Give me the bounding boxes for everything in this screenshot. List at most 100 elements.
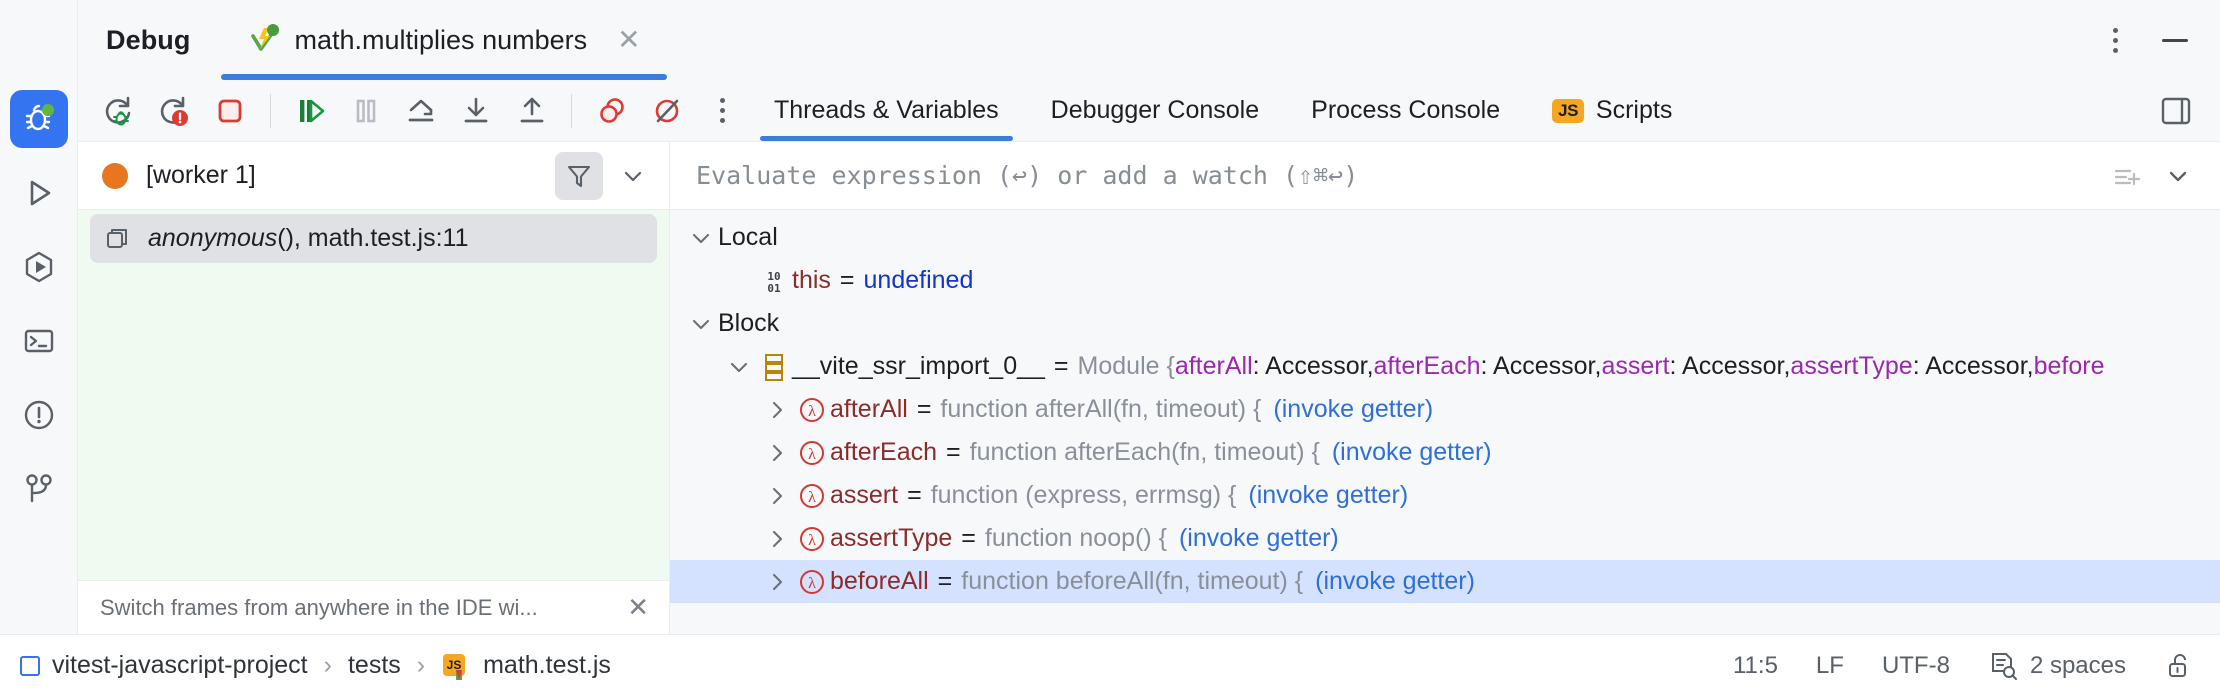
sidebar-item-terminal[interactable] xyxy=(10,312,68,370)
module-member-key: before xyxy=(2033,352,2105,380)
more-vertical-icon[interactable] xyxy=(697,86,748,136)
chevron-down-icon[interactable] xyxy=(722,354,756,380)
resume-program-icon[interactable] xyxy=(285,86,336,136)
chevron-down-icon[interactable] xyxy=(609,152,657,200)
run-configuration-tabs: math.multiplies numbers ✕ xyxy=(220,0,667,80)
indent-label: 2 spaces xyxy=(2029,651,2126,679)
rerun-debug-icon[interactable] xyxy=(94,86,145,136)
sidebar-item-debug[interactable] xyxy=(9,90,68,148)
close-icon[interactable]: ✕ xyxy=(617,24,641,55)
variable-name: assert xyxy=(830,481,899,509)
sidebar-item-problems[interactable] xyxy=(10,386,68,444)
step-over-icon[interactable] xyxy=(395,86,446,136)
file-encoding[interactable]: UTF-8 xyxy=(1881,651,1950,679)
invoke-getter-link[interactable]: (invoke getter) xyxy=(1248,481,1409,509)
sidebar-item-version-control[interactable] xyxy=(10,460,68,518)
sidebar-item-services[interactable] xyxy=(10,238,68,296)
variable-equals: = xyxy=(839,266,855,294)
line-separator[interactable]: LF xyxy=(1815,651,1844,679)
svg-text:λ: λ xyxy=(808,446,816,463)
filter-icon[interactable] xyxy=(555,151,603,200)
pause-program-icon[interactable] xyxy=(340,86,391,136)
toolbar-divider-2 xyxy=(571,93,573,128)
evaluate-expression-input[interactable]: Evaluate expression (↩) or add a watch (… xyxy=(696,161,1359,190)
sidebar-item-run[interactable] xyxy=(10,164,68,222)
chevron-right-icon[interactable] xyxy=(760,440,794,466)
invoke-getter-link[interactable]: (invoke getter) xyxy=(1273,395,1434,423)
variable-equals: = xyxy=(946,438,961,466)
more-vertical-icon[interactable] xyxy=(2088,13,2142,67)
tab-active-underline xyxy=(220,74,667,80)
invoke-getter-link[interactable]: (invoke getter) xyxy=(1331,438,1492,466)
variable-row-local[interactable]: Local xyxy=(670,216,2220,259)
breadcrumb: vitest-javascript-project › tests › JS m… xyxy=(20,651,611,681)
breadcrumb-item-tests[interactable]: tests xyxy=(348,651,401,680)
module-member-key: afterEach xyxy=(1373,352,1481,380)
status-bar: vitest-javascript-project › tests › JS m… xyxy=(0,634,2220,696)
add-watch-icon[interactable] xyxy=(2102,152,2150,200)
run-tab-math-multiplies-numbers[interactable]: math.multiplies numbers ✕ xyxy=(220,0,667,80)
breadcrumb-item-file[interactable]: JS math.test.js xyxy=(441,651,611,681)
chevron-right-icon[interactable] xyxy=(760,526,794,552)
frame-list-item[interactable]: anonymous(), math.test.js:11 xyxy=(90,214,657,263)
variable-row-vite_ssr_import_0[interactable]: __vite_ssr_import_0__=Module {afterAll: … xyxy=(670,345,2220,388)
split-layout-icon[interactable] xyxy=(2150,86,2202,136)
view-breakpoints-icon[interactable] xyxy=(586,86,637,136)
tab-scripts[interactable]: JS Scripts xyxy=(1526,80,1698,141)
stop-icon[interactable] xyxy=(205,86,256,136)
chevron-down-icon[interactable] xyxy=(2154,152,2202,200)
project-icon xyxy=(20,655,40,676)
minimize-icon[interactable] xyxy=(2148,13,2202,67)
toolbar-right-actions xyxy=(2150,86,2220,136)
indent-setting[interactable]: 2 spaces xyxy=(1988,651,2126,681)
invoke-getter-link[interactable]: (invoke getter) xyxy=(1315,567,1475,595)
tab-threads-and-variables[interactable]: Threads & Variables xyxy=(748,80,1025,141)
module-member-value: : Accessor, xyxy=(1912,352,2034,380)
chevron-down-icon[interactable] xyxy=(684,225,718,251)
module-type: Module { xyxy=(1077,352,1175,380)
breadcrumb-item-project[interactable]: vitest-javascript-project xyxy=(20,651,308,680)
module-member-value: : Accessor, xyxy=(1252,352,1374,380)
chevron-down-icon[interactable] xyxy=(684,311,718,337)
chevron-right-icon[interactable] xyxy=(760,397,794,423)
lambda-icon: λ xyxy=(794,395,830,425)
step-into-icon[interactable] xyxy=(451,86,502,136)
variable-equals: = xyxy=(961,524,976,552)
rerun-failed-icon[interactable] xyxy=(149,86,200,136)
debugger-tabs: Threads & Variables Debugger Console Pro… xyxy=(748,80,1698,141)
unlocked-icon[interactable] xyxy=(2164,651,2194,681)
tool-window-title: Debug xyxy=(106,24,191,55)
thread-selector[interactable]: [worker 1] xyxy=(78,142,669,210)
close-icon[interactable]: ✕ xyxy=(627,592,649,622)
variable-equals: = xyxy=(916,395,932,423)
chevron-right-icon[interactable] xyxy=(760,483,794,509)
js-badge-icon: JS xyxy=(1552,98,1584,123)
tab-label: Scripts xyxy=(1595,96,1673,124)
hint-text: Switch frames from anywhere in the IDE w… xyxy=(100,594,538,620)
variable-name: beforeAll xyxy=(830,567,929,595)
evaluate-expression-row[interactable]: Evaluate expression (↩) or add a watch (… xyxy=(670,142,2220,210)
tab-debugger-console[interactable]: Debugger Console xyxy=(1025,80,1285,141)
variable-name: Block xyxy=(718,309,780,337)
tab-process-console[interactable]: Process Console xyxy=(1285,80,1526,141)
variable-row-block[interactable]: Block xyxy=(670,302,2220,345)
debugger-split: [worker 1] xyxy=(78,142,2220,634)
inspect-document-icon xyxy=(1988,651,2018,681)
function-signature: function noop() { xyxy=(984,524,1167,552)
mute-breakpoints-icon[interactable] xyxy=(642,86,693,136)
frames-list: anonymous(), math.test.js:11 xyxy=(78,210,669,580)
step-out-icon[interactable] xyxy=(506,86,557,136)
chevron-right-icon[interactable] xyxy=(760,569,794,595)
caret-position[interactable]: 11:5 xyxy=(1732,651,1778,679)
tool-window-header: Debug math.multiplies numbers ✕ xyxy=(0,0,2220,80)
invoke-getter-link[interactable]: (invoke getter) xyxy=(1178,524,1339,552)
